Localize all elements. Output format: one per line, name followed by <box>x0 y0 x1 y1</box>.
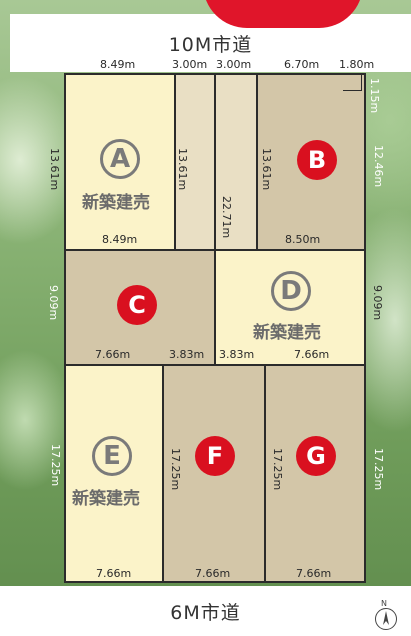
dim-top-strip-right: 3.00m <box>216 58 252 71</box>
dim-g-bottom: 7.66m <box>296 567 332 580</box>
dim-a-right: 13.61m <box>176 148 189 191</box>
lot-e-new-build-label: 新築建売 <box>72 489 140 509</box>
top-road-label: 10M市道 <box>168 33 253 56</box>
dim-c-bottom-left: 7.66m <box>95 348 131 361</box>
lot-a-new-build-label: 新築建売 <box>82 193 150 213</box>
dim-a-bottom: 8.49m <box>102 233 138 246</box>
north-arrow-icon <box>375 608 397 630</box>
dim-f-bottom: 7.66m <box>195 567 231 580</box>
corner-cut-mark <box>343 74 362 91</box>
lot-b-marker: B <box>297 140 337 180</box>
dim-top-strip-left: 3.00m <box>172 58 208 71</box>
dim-corner-side: 1.15m <box>368 78 381 114</box>
dim-b-bottom: 8.50m <box>285 233 321 246</box>
lot-f-marker: F <box>195 436 235 476</box>
strip-divider <box>214 73 216 251</box>
lot-e-marker: E <box>92 436 132 476</box>
dim-b-right: 12.46m <box>372 145 385 188</box>
dim-top-corner: 1.80m <box>339 58 375 71</box>
dim-g-right: 17.25m <box>372 448 385 491</box>
dim-strip-length: 22.71m <box>220 196 233 239</box>
dim-d-bottom-left: 3.83m <box>219 348 255 361</box>
dim-a-left: 13.61m <box>48 148 61 191</box>
red-header-badge <box>203 0 363 28</box>
dim-d-right: 9.09m <box>371 285 384 321</box>
dim-c-left: 9.09m <box>47 285 60 321</box>
lot-d-new-build-label: 新築建売 <box>253 323 321 343</box>
top-road: 10M市道 <box>10 0 411 72</box>
lot-g[interactable] <box>264 364 366 583</box>
dim-e-bottom: 7.66m <box>96 567 132 580</box>
dim-f-left: 17.25m <box>169 448 182 491</box>
compass-n: N <box>381 599 387 608</box>
dim-e-left: 17.25m <box>49 444 62 487</box>
lot-a-marker: A <box>100 139 140 179</box>
lot-g-marker: G <box>296 436 336 476</box>
dim-top-a: 8.49m <box>100 58 136 71</box>
bottom-road: 6M市道 <box>0 586 411 636</box>
dim-g-left: 17.25m <box>271 448 284 491</box>
dim-b-left: 13.61m <box>260 148 273 191</box>
dim-c-bottom-right: 3.83m <box>169 348 205 361</box>
dim-top-b: 6.70m <box>284 58 320 71</box>
bottom-road-label: 6M市道 <box>170 601 241 624</box>
dim-d-bottom-right: 7.66m <box>294 348 330 361</box>
lot-d-marker: D <box>271 271 311 311</box>
lot-c-marker: C <box>117 285 157 325</box>
